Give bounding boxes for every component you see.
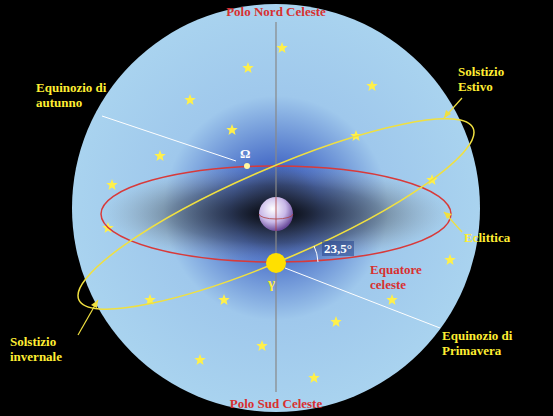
point-symbol: Ω — [240, 146, 250, 161]
celestial-equator — [101, 166, 451, 262]
ecliptic — [61, 87, 491, 341]
arrowhead — [444, 212, 452, 219]
autumn-point — [244, 163, 250, 169]
star — [242, 62, 253, 73]
equinox-label: Equinozio di autunno — [36, 80, 136, 110]
stars — [102, 42, 455, 383]
point-symbol: γ — [268, 276, 275, 291]
star — [154, 150, 165, 161]
equator-label: Equatore celeste — [370, 262, 450, 292]
angle-label: 23,5° — [322, 241, 354, 256]
pole-label: Polo Sud Celeste — [230, 396, 322, 411]
leader-arrow — [78, 300, 98, 335]
arrowhead — [91, 300, 98, 308]
star — [256, 340, 267, 351]
sphere — [72, 4, 480, 412]
leader-arrow — [444, 212, 462, 232]
sun — [266, 253, 286, 273]
earth-meridian — [276, 197, 277, 231]
leader-arrow — [444, 98, 462, 118]
star — [218, 294, 229, 305]
angle-arc — [314, 246, 318, 262]
equinox-label: Equinozio di Primavera — [442, 328, 542, 358]
star — [226, 124, 237, 135]
earth — [259, 197, 293, 231]
star — [308, 372, 319, 383]
star — [366, 80, 377, 91]
pole-label: Polo Nord Celeste — [226, 4, 326, 19]
arrowhead — [444, 110, 451, 118]
star — [276, 42, 287, 53]
star — [184, 94, 195, 105]
star — [444, 254, 455, 265]
star — [330, 316, 341, 327]
star — [194, 354, 205, 365]
ecliptic-label: Eclittica — [464, 230, 510, 245]
solstice-label: Solstizio invernale — [10, 334, 100, 364]
star — [386, 294, 397, 305]
star — [106, 179, 117, 190]
leader-line — [102, 116, 236, 161]
solstice-label: Solstizio Estivo — [458, 64, 538, 94]
